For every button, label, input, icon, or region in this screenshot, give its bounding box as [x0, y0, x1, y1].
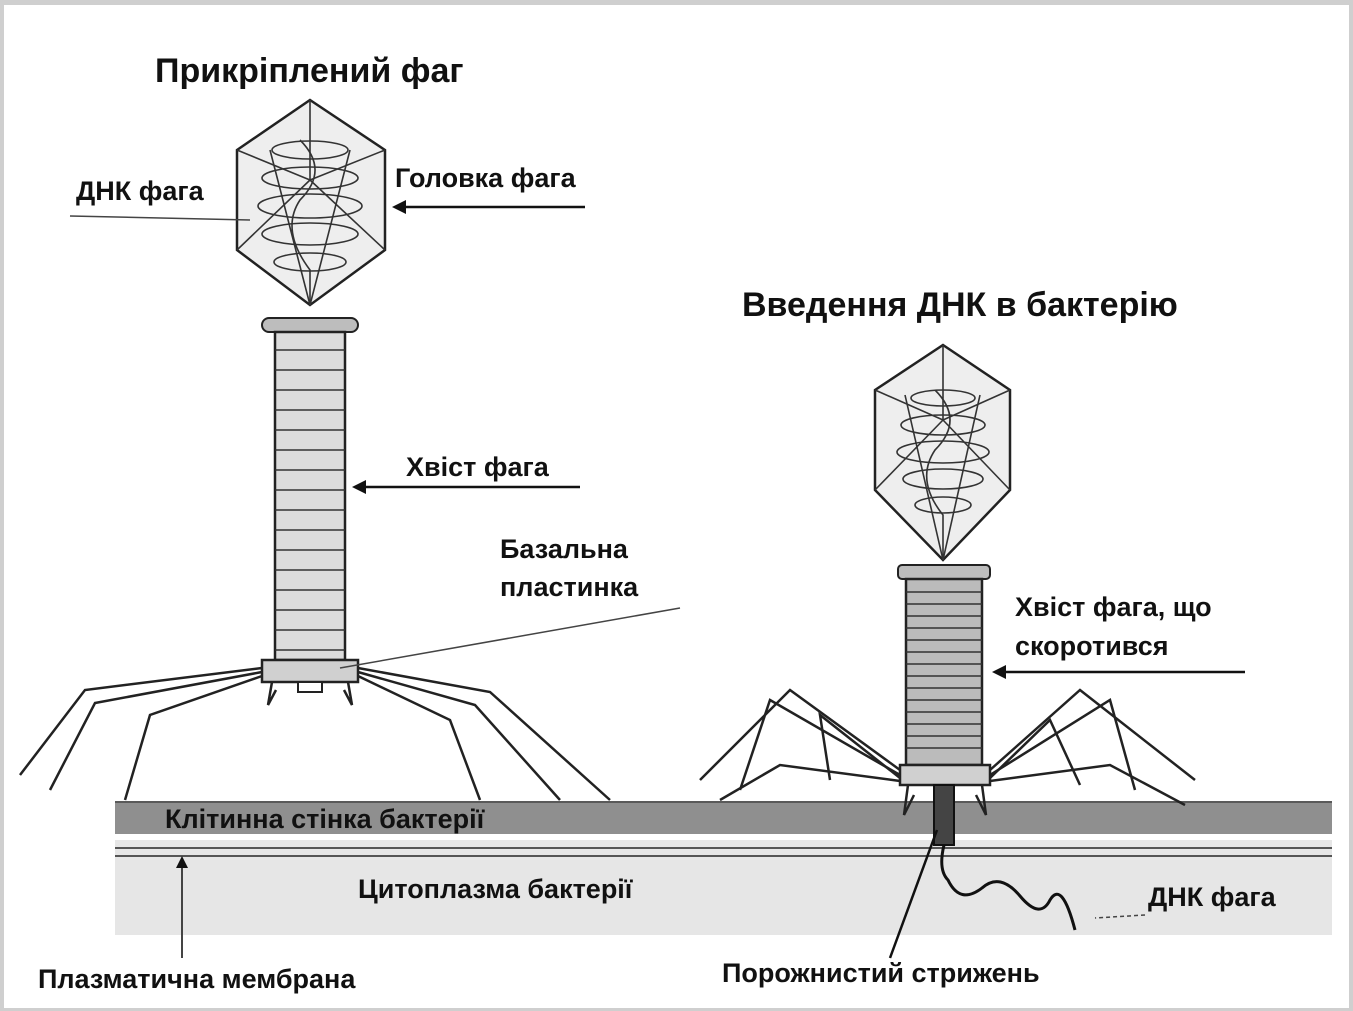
- label-cytoplasm: Цитоплазма бактерії: [358, 874, 634, 904]
- arrowhead-phage-head: [392, 200, 406, 214]
- arrowhead-contracted-tail: [992, 665, 1006, 679]
- phage-head: [875, 345, 1010, 560]
- label-baseplate-2: пластинка: [500, 572, 639, 602]
- label-cell-wall: Клітинна стінка бактерії: [165, 804, 486, 834]
- phage-head: [237, 100, 385, 305]
- label-injected-dna: ДНК фага: [1148, 882, 1277, 912]
- pointer-baseplate: [340, 608, 680, 668]
- label-contracted-tail-2: скоротився: [1015, 631, 1169, 661]
- label-phage-head: Головка фага: [395, 163, 577, 193]
- label-baseplate-1: Базальна: [500, 534, 629, 564]
- arrowhead-phage-tail: [352, 480, 366, 494]
- label-plasma-membrane: Плазматична мембрана: [38, 964, 356, 994]
- title-dna-injection: Введення ДНК в бактерію: [742, 286, 1178, 324]
- label-contracted-tail-1: Хвіст фага, що: [1015, 592, 1212, 622]
- pointer-phage-dna: [70, 216, 250, 220]
- label-phage-tail: Хвіст фага: [406, 452, 550, 482]
- label-hollow-core: Порожнистий стрижень: [722, 958, 1040, 988]
- hollow-core: [934, 785, 954, 845]
- phage-collar: [262, 318, 358, 332]
- phage-tail: [275, 332, 345, 660]
- title-attached-phage: Прикріплений фаг: [155, 52, 464, 90]
- phage-collar: [898, 565, 990, 579]
- label-phage-dna: ДНК фага: [76, 176, 205, 206]
- contracted-tail: [906, 579, 982, 765]
